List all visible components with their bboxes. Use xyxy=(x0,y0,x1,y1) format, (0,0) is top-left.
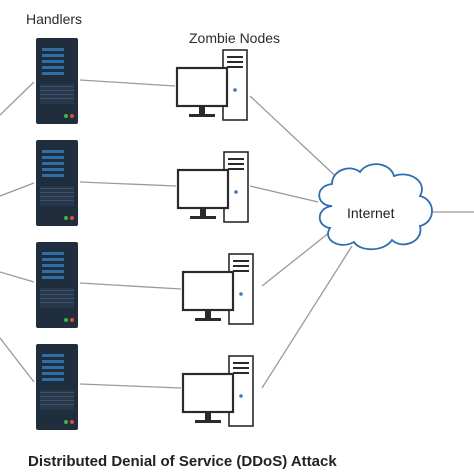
attacker-to-handler-4-link xyxy=(0,337,35,383)
handlers-label: Handlers xyxy=(26,11,83,27)
zombie-2-to-internet-link xyxy=(249,185,319,203)
handler-3-to-zombie-3-link xyxy=(79,282,182,290)
handler-server-3-icon xyxy=(36,242,78,328)
handler-4-to-zombie-4-link xyxy=(79,383,182,389)
zombie-3-to-internet-link xyxy=(261,231,331,287)
attacker-to-handler-3-link xyxy=(0,271,35,283)
zombie-nodes-label: Zombie Nodes xyxy=(189,30,281,46)
handler-1-to-zombie-1-link xyxy=(79,79,176,87)
internet-cloud-icon xyxy=(318,163,433,251)
attacker-to-handler-1-link xyxy=(0,81,35,116)
zombie-computer-2-icon xyxy=(176,151,249,223)
handler-server-2-icon xyxy=(36,140,78,226)
internet-label: Internet xyxy=(347,205,395,221)
handler-server-4-icon xyxy=(36,344,78,430)
handler-2-to-zombie-2-link xyxy=(79,181,177,187)
attacker-to-handler-2-link xyxy=(0,182,35,197)
handler-server-1-icon xyxy=(36,38,78,124)
zombie-computer-4-icon xyxy=(181,355,254,427)
network-links xyxy=(0,79,474,389)
zombie-1-to-internet-link xyxy=(249,95,346,186)
zombie-4-to-internet-link xyxy=(261,245,353,389)
zombie-computer-3-icon xyxy=(181,253,254,325)
diagram-caption: Distributed Denial of Service (DDoS) Att… xyxy=(28,453,337,470)
zombie-computer-1-icon xyxy=(175,49,248,121)
